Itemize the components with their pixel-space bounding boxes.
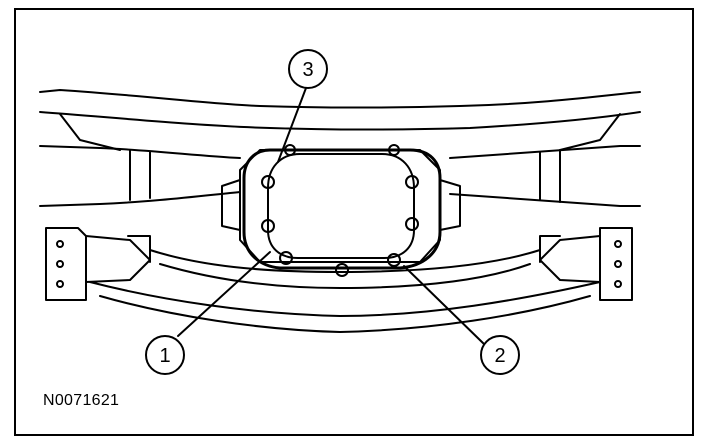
leader-line-1 [177, 251, 271, 337]
callout-circle-2 [480, 335, 520, 375]
left-spring-mount [45, 227, 87, 301]
leader-line-2 [403, 265, 485, 345]
callout-label-2: 2 [494, 345, 505, 367]
differential-cover [242, 148, 442, 270]
callout-circle-3 [288, 49, 328, 89]
right-axle-tube [449, 145, 641, 159]
leader-line-3 [277, 87, 307, 163]
callout-circle-1 [145, 335, 185, 375]
callout-label-1: 1 [159, 345, 170, 367]
figure-reference-code: N0071621 [43, 392, 120, 409]
right-spring-mount [599, 227, 633, 301]
upper-crossmember [39, 89, 641, 109]
cover-bolts [261, 144, 419, 277]
lower-crossmember [89, 281, 601, 317]
callout-label-3: 3 [302, 59, 313, 81]
figure-frame [14, 8, 694, 436]
left-axle-tube [39, 145, 241, 159]
